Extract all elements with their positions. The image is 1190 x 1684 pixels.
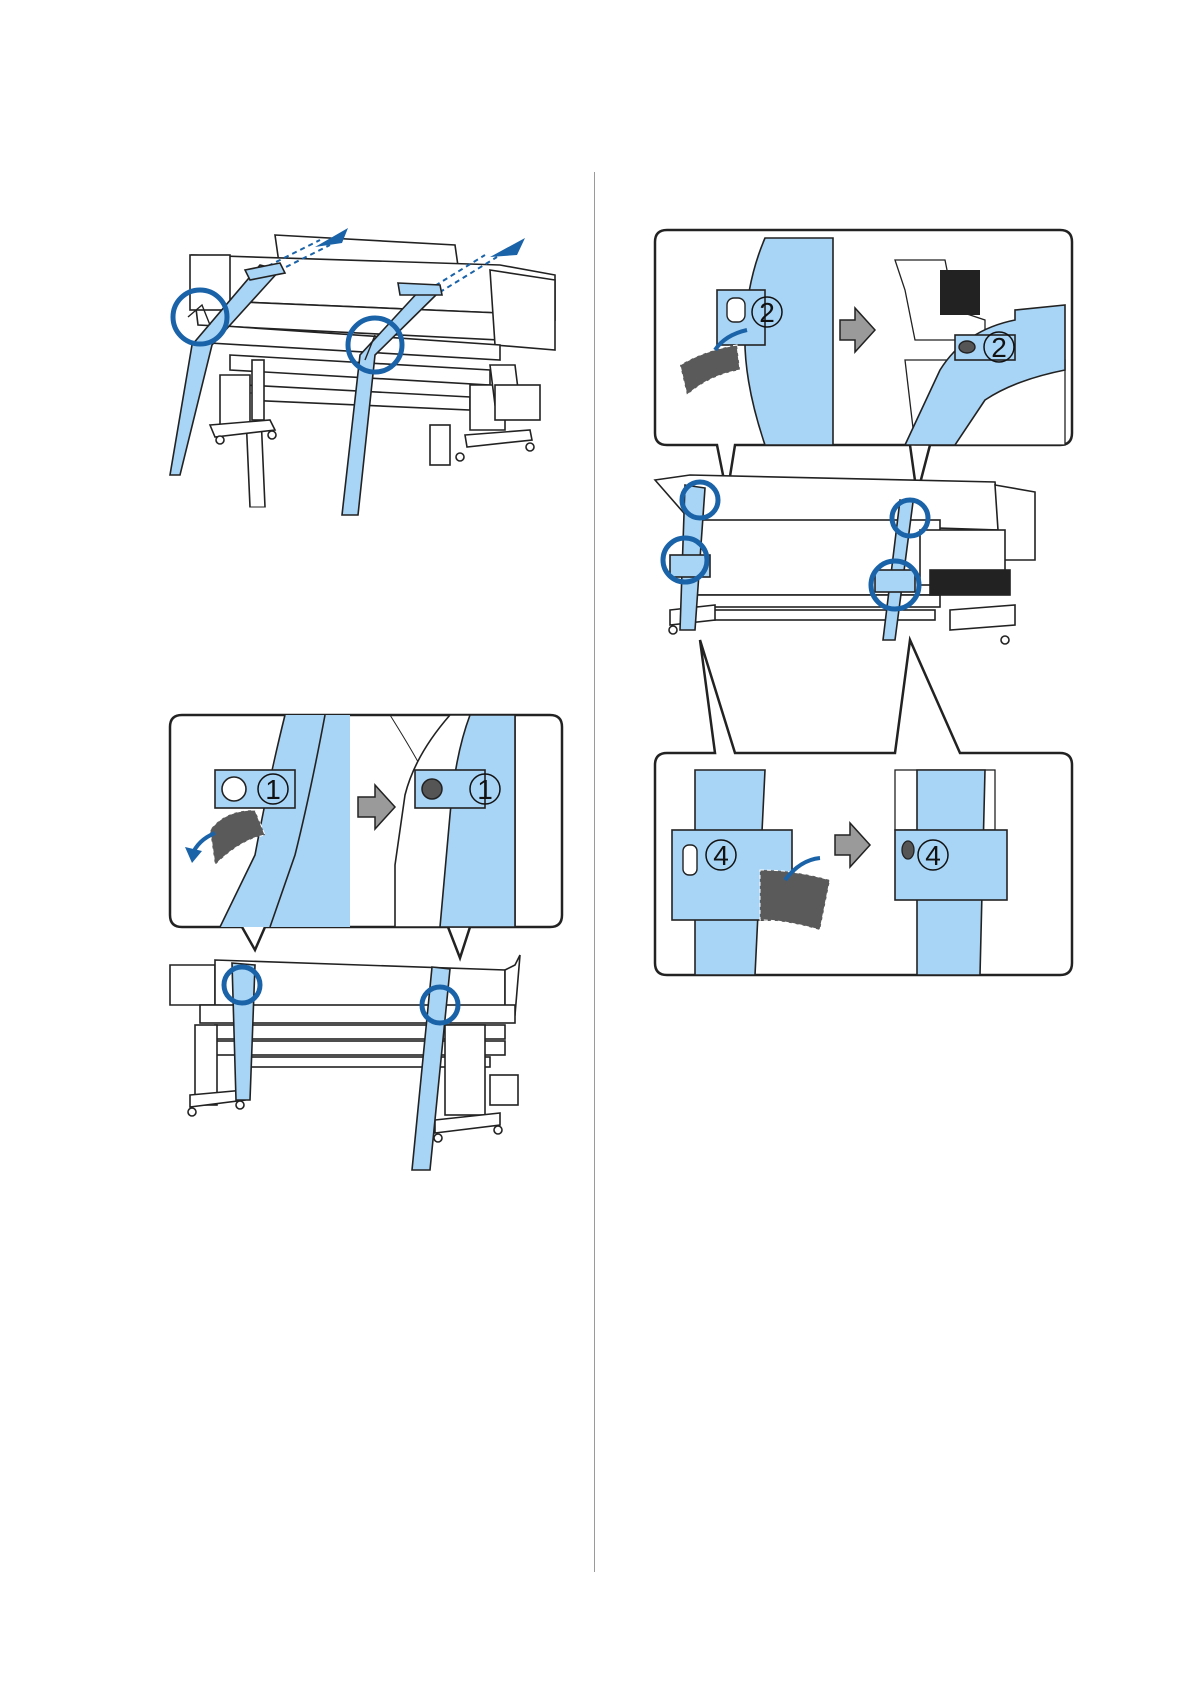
direction-arrow-icon (490, 238, 525, 257)
label-number-1: 1 (265, 774, 281, 805)
screw-icon (902, 841, 914, 859)
screw-icon (422, 779, 442, 799)
label-number-2: 2 (759, 297, 775, 328)
label-number-1-attached: 1 (477, 774, 493, 805)
figure-straps-over-printer (170, 225, 570, 555)
figure-attach-strap-1: 1 1 (170, 715, 570, 1185)
label-number-4: 4 (713, 840, 729, 871)
printer-front-view (655, 475, 1035, 644)
column-divider (594, 172, 595, 1572)
label-number-2-attached: 2 (991, 332, 1007, 363)
screw-icon (959, 341, 975, 353)
figure-attach-straps-2-4: 2 2 4 (655, 230, 1075, 975)
label-number-4-attached: 4 (925, 840, 941, 871)
